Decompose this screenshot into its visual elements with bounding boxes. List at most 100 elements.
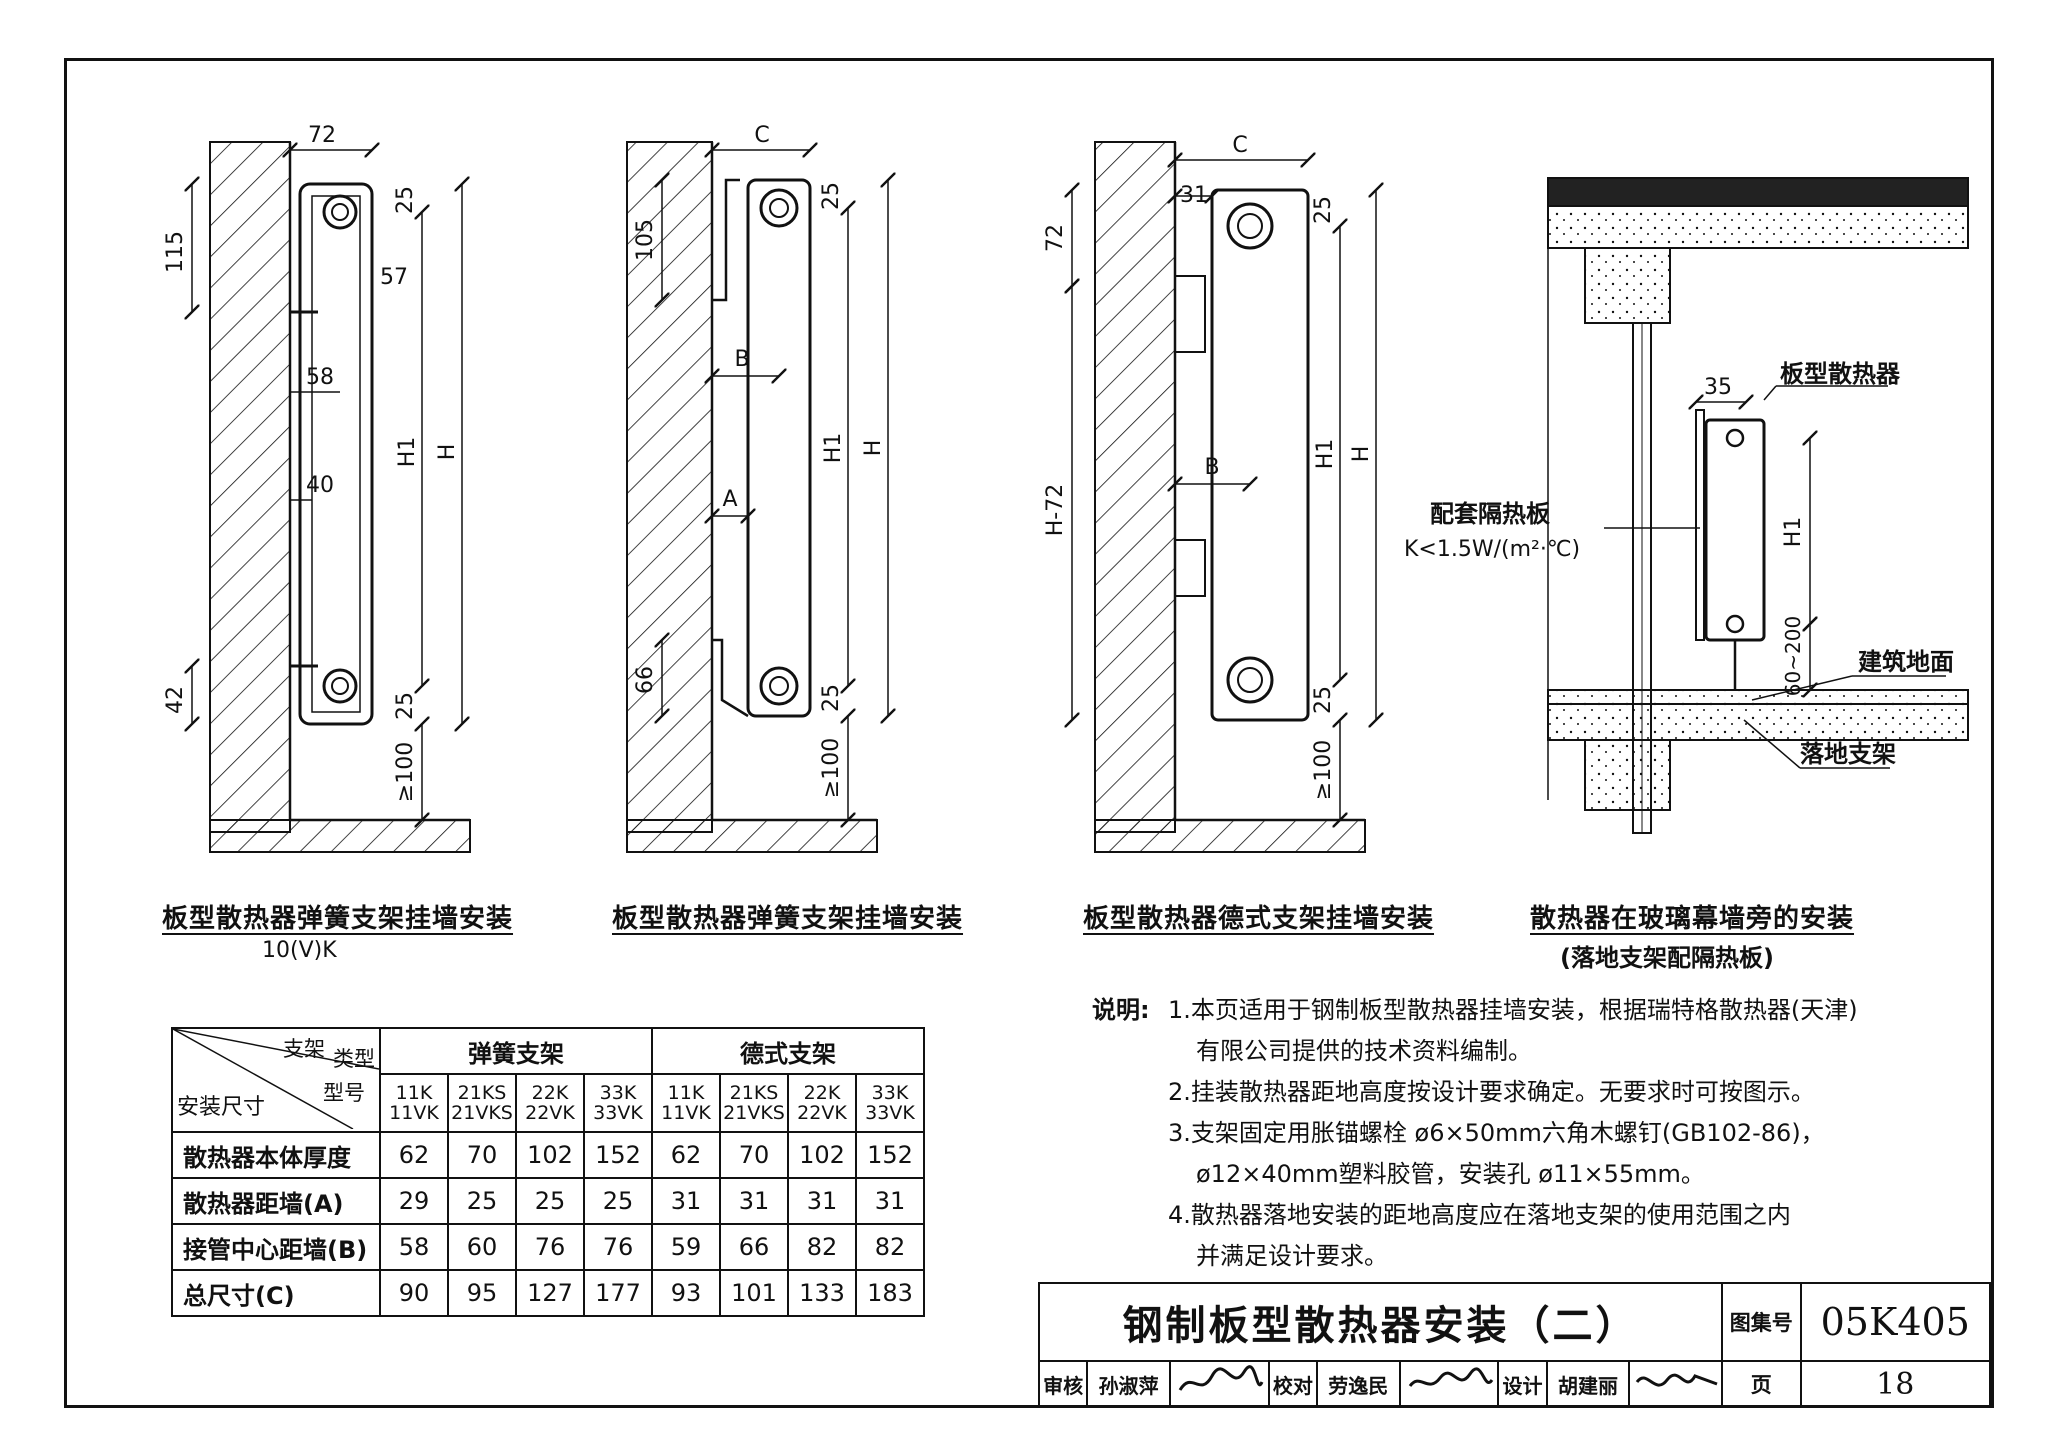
- page-label: 页: [1720, 1360, 1802, 1408]
- fig3-dim-gap: ≥100: [1311, 740, 1336, 800]
- table-cell: 95: [447, 1269, 517, 1317]
- fig1-dim-58: 58: [306, 365, 334, 390]
- title-block: 钢制板型散热器安装（二） 图集号 05K405 审核 孙淑萍 校对 劳逸民 设计…: [1037, 1282, 1991, 1408]
- table-cell: 82: [855, 1223, 925, 1271]
- note-line: 2.挂装散热器距地高度按设计要求确定。无要求时可按图示。: [1168, 1078, 1815, 1106]
- fig4-subcaption: (落地支架配隔热板): [1560, 944, 1774, 972]
- table-cell: 152: [855, 1131, 925, 1179]
- table-cell: 102: [787, 1131, 857, 1179]
- table-cell: 25: [447, 1177, 517, 1225]
- fig4-dim-h1: H1: [1781, 517, 1806, 548]
- fig1-dim-42: 42: [163, 686, 188, 714]
- note-line: 1.本页适用于钢制板型散热器挂墙安装，根据瑞特格散热器(天津): [1168, 996, 1858, 1024]
- fig3-dim-h72: H-72: [1043, 484, 1068, 536]
- fig4-dim-range: 60~200: [1781, 616, 1805, 696]
- fig4-floor-label: 建筑地面: [1858, 648, 1954, 676]
- corner-diagonals: [173, 1029, 379, 1129]
- fig1-dim-57: 57: [380, 265, 408, 290]
- figure-1-spring-bracket: 72 115 25 57 58 40 42 25 H1 H ≥100: [163, 123, 471, 853]
- table-cell: 29: [379, 1177, 449, 1225]
- fig2-dim-25-top: 25: [819, 182, 844, 210]
- fig4-stand-label: 落地支架: [1800, 740, 1896, 768]
- fig1-dim-72: 72: [308, 123, 336, 148]
- fig2-dim-h: H: [861, 440, 886, 457]
- table-cell: 82: [787, 1223, 857, 1271]
- fig3-dim-h1: H1: [1313, 439, 1338, 470]
- signature-mark: [1179, 1365, 1264, 1391]
- corner-type: 类型: [333, 1047, 375, 1071]
- corner-install: 安装尺寸: [177, 1095, 266, 1120]
- fig2-dim-105: 105: [633, 219, 658, 261]
- figure-3-german-bracket: C 31 72 25 B H-72 25 H1 H ≥100: [1043, 133, 1376, 853]
- fig3-dim-72: 72: [1043, 224, 1068, 252]
- table-cell: 25: [515, 1177, 585, 1225]
- table-row: 总尺寸(C) 90 95 127 177 93 101 133 183: [171, 1269, 925, 1317]
- corner-support: 支架: [283, 1037, 325, 1061]
- table-cell: 62: [379, 1131, 449, 1179]
- fig3-dim-c: C: [1232, 133, 1247, 158]
- table-row: 散热器距墙(A) 29 25 25 25 31 31 31 31: [171, 1177, 925, 1225]
- table-row: 接管中心距墙(B) 58 60 76 76 59 66 82 82: [171, 1223, 925, 1271]
- fig1-dim-25-bottom: 25: [393, 692, 418, 720]
- note-line: 4.散热器落地安装的距地高度应在落地支架的使用范围之内: [1168, 1201, 1791, 1229]
- review-label: 审核: [1037, 1360, 1089, 1408]
- design-label: 设计: [1497, 1360, 1548, 1408]
- table-cell: 183: [855, 1269, 925, 1317]
- table-cell: 66: [719, 1223, 789, 1271]
- fig3-dim-b: B: [1204, 455, 1219, 480]
- check-name: 劳逸民: [1316, 1360, 1401, 1408]
- table-cell: 31: [719, 1177, 789, 1225]
- row-label: 散热器距墙(A): [171, 1177, 381, 1225]
- notes-block: 说明:1.本页适用于钢制板型散热器挂墙安装，根据瑞特格散热器(天津) 有限公司提…: [1092, 990, 1858, 1277]
- page-number: 18: [1799, 1360, 1991, 1408]
- fig4-k-value: K<1.5W/(m²·℃): [1404, 537, 1580, 562]
- fig1-caption: 板型散热器弹簧支架挂墙安装: [162, 904, 514, 934]
- row-label: 接管中心距墙(B): [171, 1223, 381, 1271]
- table-cell: 101: [719, 1269, 789, 1317]
- fig4-radiator-label: 板型散热器: [1780, 360, 1901, 388]
- design-signature: [1628, 1360, 1723, 1408]
- review-signature: [1168, 1360, 1270, 1408]
- fig3-dim-25-bottom: 25: [1311, 686, 1336, 714]
- table-cell: 102: [515, 1131, 585, 1179]
- fig1-dim-h1: H1: [395, 437, 420, 468]
- atlas-label: 图集号: [1720, 1282, 1802, 1362]
- fig3-dim-25-top: 25: [1311, 196, 1336, 224]
- fig2-dim-b: B: [734, 347, 749, 372]
- row-label: 总尺寸(C): [171, 1269, 381, 1317]
- fig4-dim-35: 35: [1704, 375, 1732, 400]
- table-cell: 93: [651, 1269, 721, 1317]
- review-name: 孙淑萍: [1086, 1360, 1171, 1408]
- fig2-dim-h1: H1: [821, 433, 846, 464]
- fig2-dim-25-bottom: 25: [819, 684, 844, 712]
- signature-mark: [1408, 1367, 1494, 1388]
- corner-model: 型号: [323, 1081, 365, 1105]
- table-cell: 90: [379, 1269, 449, 1317]
- table-cell: 25: [583, 1177, 653, 1225]
- table-cell: 76: [583, 1223, 653, 1271]
- fig1-dim-25-top: 25: [393, 186, 418, 214]
- note-line: ø12×40mm塑料胶管，安装孔 ø11×55mm。: [1196, 1160, 1705, 1188]
- fig1-subcaption: 10(V)K: [262, 938, 337, 963]
- table-cell: 59: [651, 1223, 721, 1271]
- fig2-dim-c: C: [754, 123, 769, 148]
- check-signature: [1398, 1360, 1500, 1408]
- table-cell: 31: [651, 1177, 721, 1225]
- table-cell: 70: [719, 1131, 789, 1179]
- atlas-number: 05K405: [1799, 1282, 1991, 1362]
- drawing-sheet-border: [64, 58, 1994, 1408]
- table-cell: 127: [515, 1269, 585, 1317]
- note-line: 有限公司提供的技术资料编制。: [1196, 1037, 1532, 1065]
- note-line: 3.支架固定用胀锚螺栓 ø6×50mm六角木螺钉(GB102-86)，: [1168, 1119, 1825, 1147]
- check-label: 校对: [1267, 1360, 1319, 1408]
- table-cell: 133: [787, 1269, 857, 1317]
